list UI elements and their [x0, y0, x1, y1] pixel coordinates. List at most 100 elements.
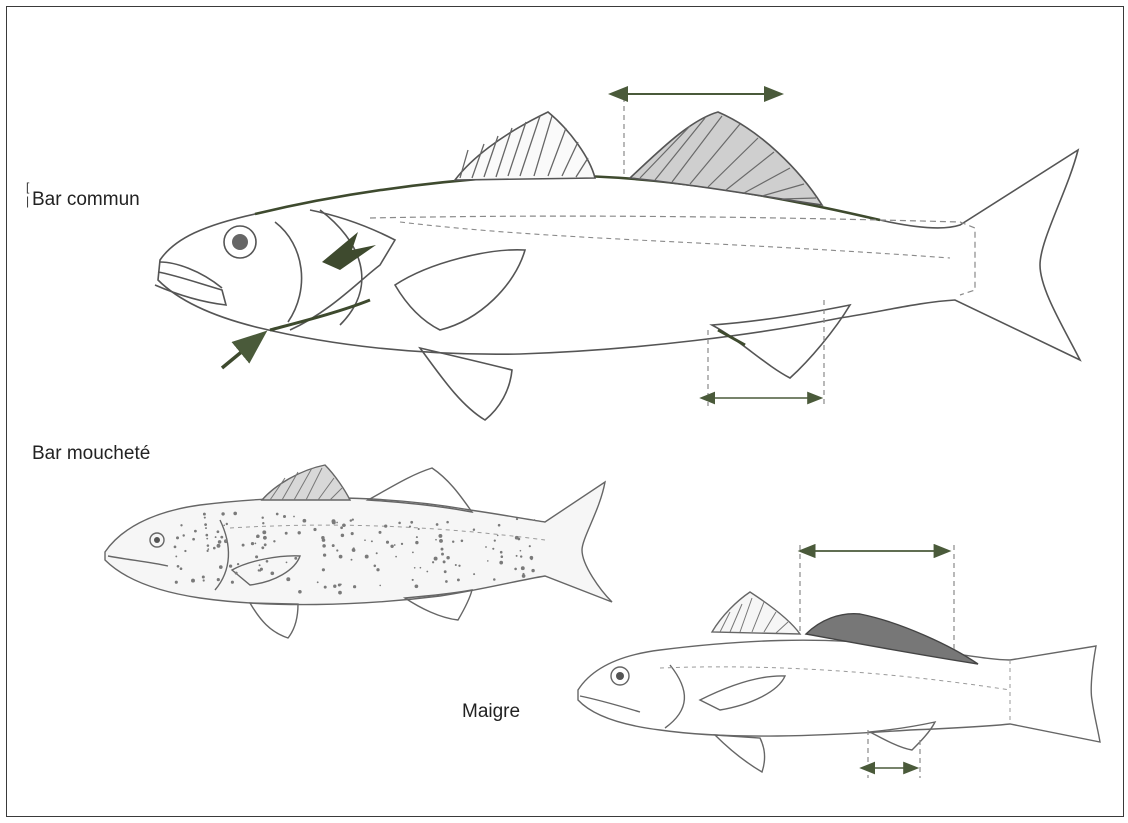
speckle [376, 568, 379, 571]
speckle [434, 557, 438, 561]
speckle [341, 534, 344, 537]
speckle [324, 586, 327, 589]
speckle [255, 543, 257, 545]
speckle [184, 550, 186, 552]
speckle [412, 579, 414, 581]
speckle [286, 562, 288, 564]
speckle [452, 540, 454, 542]
speckle [384, 524, 387, 527]
speckle [202, 575, 205, 578]
speckle [191, 579, 195, 583]
speckle [261, 516, 263, 518]
speckle [322, 568, 325, 571]
speckle [333, 585, 336, 588]
speckle [458, 565, 460, 567]
speckle [204, 517, 206, 519]
speckle [180, 567, 183, 570]
speckle [336, 522, 338, 524]
speckle [441, 548, 444, 551]
speckle [500, 551, 503, 554]
speckle [298, 531, 301, 534]
maigre-body [578, 640, 1100, 742]
speckle [220, 536, 223, 539]
speckle [365, 555, 369, 559]
speckle [260, 568, 263, 571]
speckle [516, 518, 518, 520]
speckle [436, 523, 439, 526]
speckle [371, 540, 373, 542]
speckle [386, 541, 389, 544]
speckle [175, 581, 178, 584]
speckle [415, 541, 418, 544]
speckle [342, 524, 346, 528]
bar-mouchete-dorsal-fin-1 [262, 465, 350, 500]
speckle [435, 539, 437, 541]
speckle [340, 583, 342, 585]
speckle [415, 584, 419, 588]
speckle [420, 567, 422, 569]
speckle [219, 565, 223, 569]
speckle [390, 545, 393, 548]
speckle [223, 525, 225, 527]
speckle [263, 536, 267, 540]
speckle [492, 548, 494, 550]
speckle [294, 557, 297, 560]
speckle [439, 539, 443, 543]
speckle [529, 545, 531, 547]
maigre-pelvic-fin [715, 735, 764, 772]
speckle [204, 523, 207, 526]
speckle [350, 519, 352, 521]
speckle [180, 524, 182, 526]
speckle [395, 556, 397, 558]
bar-commun-pelvic-fin [420, 348, 512, 420]
speckle [340, 526, 343, 529]
speckle [194, 530, 197, 533]
fish-bar-mouchete [105, 465, 612, 638]
speckle [264, 543, 267, 546]
bar-commun-body [158, 150, 1080, 360]
speckle [457, 578, 460, 581]
speckle [499, 561, 503, 565]
speckle [410, 521, 413, 524]
speckle [251, 542, 254, 545]
speckle [285, 532, 288, 535]
speckle [217, 578, 220, 581]
speckle [443, 560, 446, 563]
speckle [231, 581, 234, 584]
speckle [262, 522, 264, 524]
speckle [237, 563, 239, 565]
speckle [461, 540, 464, 543]
speckle [531, 558, 533, 560]
speckle [207, 550, 209, 552]
bar-commun-dorsal-fin-1 [455, 112, 595, 180]
speckle [242, 544, 245, 547]
speckle [379, 585, 381, 587]
speckle [516, 555, 518, 557]
speckle [497, 535, 499, 537]
speckle [283, 515, 286, 518]
speckle [351, 559, 353, 561]
speckle [192, 538, 195, 541]
maigre-measure-anal [868, 730, 920, 778]
speckle [494, 540, 496, 542]
speckle [258, 569, 260, 571]
speckle [323, 553, 326, 556]
speckle [270, 571, 274, 575]
speckle [317, 581, 319, 583]
speckle [515, 536, 519, 540]
speckle [416, 536, 418, 538]
speckle [455, 564, 457, 566]
speckle [401, 543, 403, 545]
speckle [338, 591, 342, 595]
speckle [514, 568, 517, 571]
speckle [293, 516, 295, 518]
speckle [175, 555, 177, 557]
speckle [303, 519, 307, 523]
speckle [412, 551, 414, 553]
speckle [445, 580, 448, 583]
speckle [534, 519, 536, 521]
maigre-anal-fin [870, 722, 935, 750]
speckle [217, 544, 221, 548]
speckle [218, 540, 222, 544]
